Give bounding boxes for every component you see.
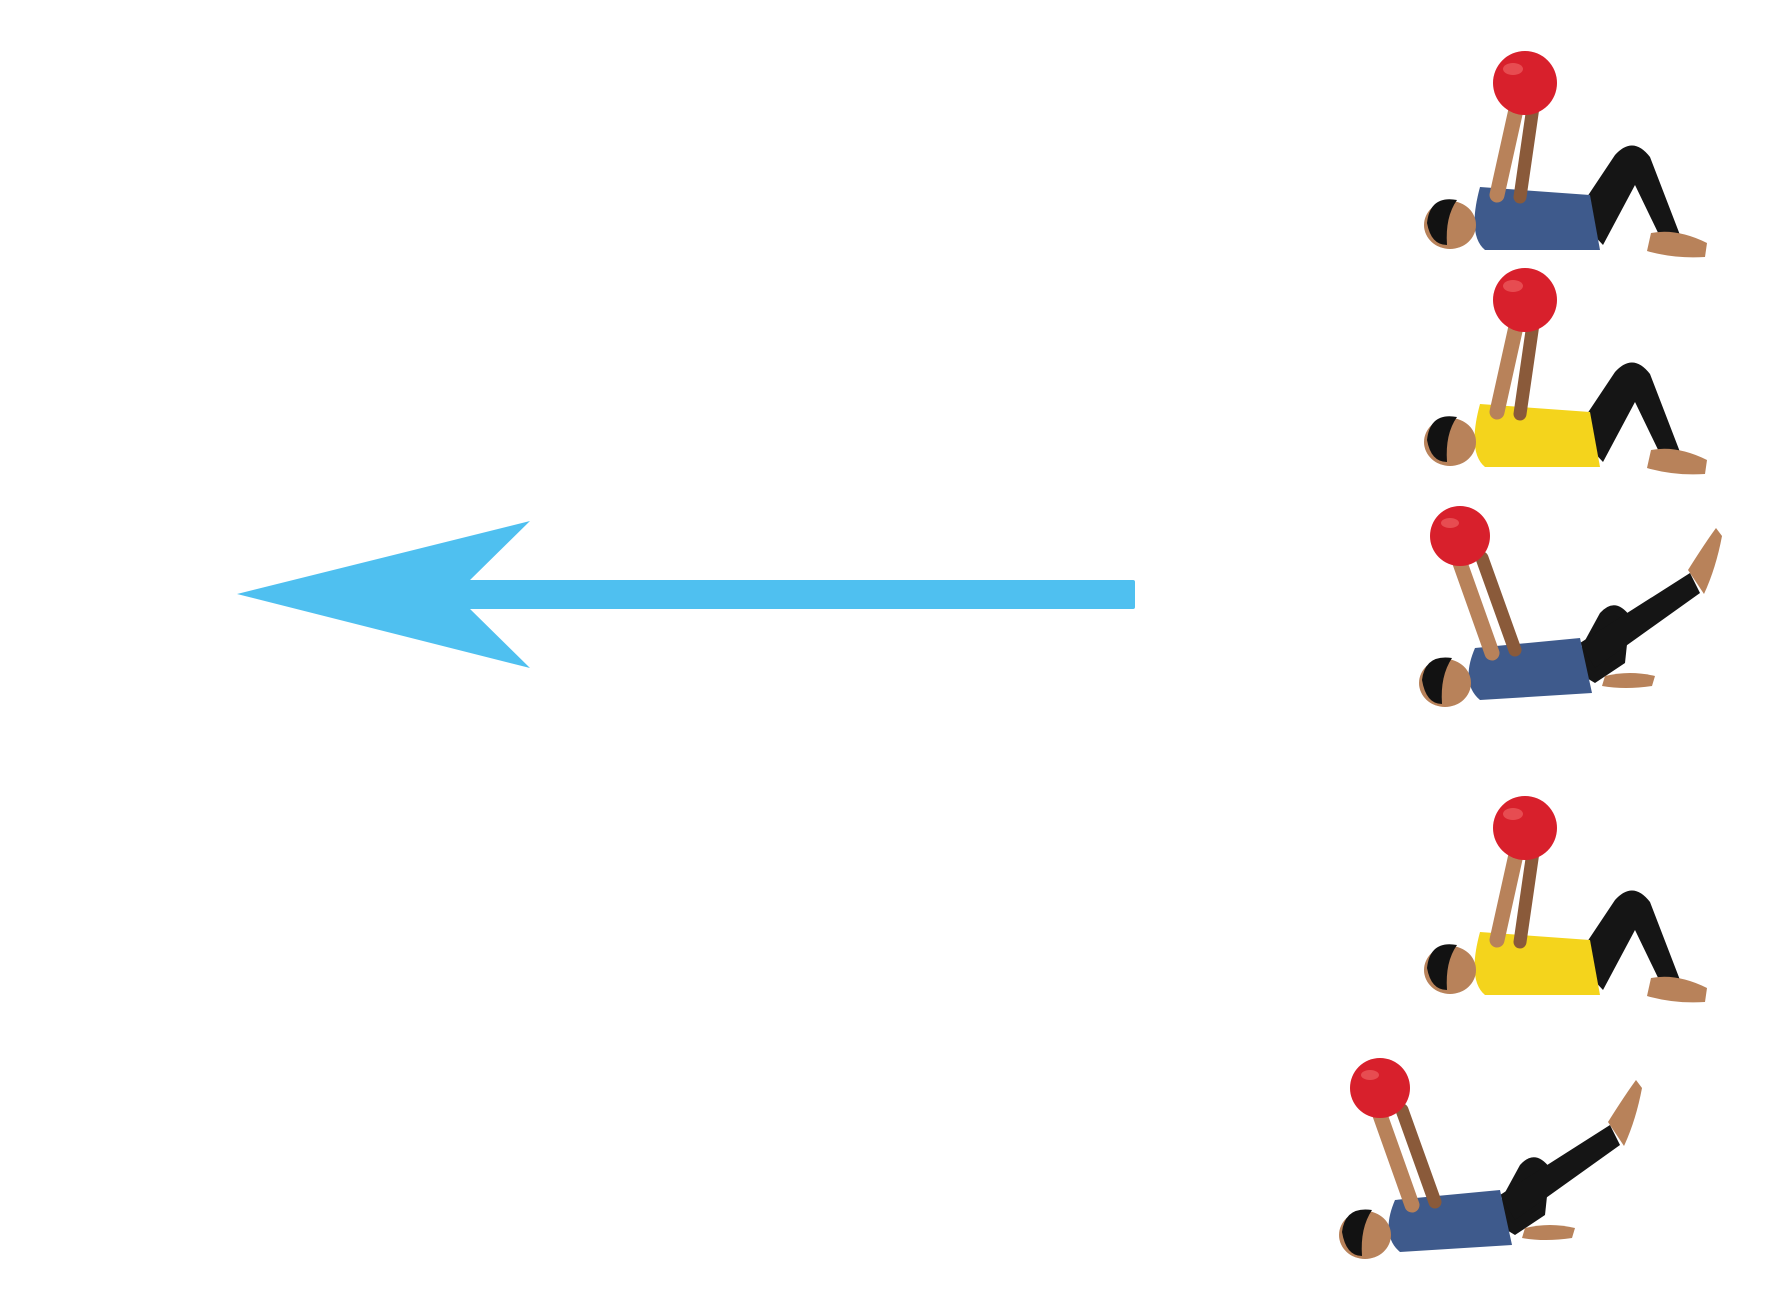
ball (1493, 268, 1557, 332)
figure-2 (1424, 268, 1707, 475)
arm-right (1513, 100, 1540, 204)
arm-left (1452, 555, 1500, 661)
foot (1647, 231, 1707, 258)
ball (1493, 51, 1557, 115)
ball-highlight (1503, 63, 1523, 75)
shirt (1474, 187, 1600, 250)
ball (1493, 796, 1557, 860)
figure-3 (1419, 506, 1722, 707)
ball-highlight (1361, 1070, 1379, 1080)
hair (1342, 1209, 1372, 1256)
support-foot (1602, 673, 1655, 688)
figure-5 (1339, 1058, 1642, 1259)
figure-1 (1424, 51, 1707, 258)
arm-right (1513, 317, 1540, 421)
shirt (1474, 404, 1600, 467)
arrow-shaft (440, 580, 1135, 609)
arm-left (1372, 1107, 1420, 1213)
legs (1575, 362, 1680, 462)
figure-4 (1424, 796, 1707, 1003)
arm-right (1475, 551, 1522, 657)
raised-foot (1688, 528, 1722, 594)
raised-foot (1608, 1080, 1642, 1146)
arm-left (1489, 314, 1525, 420)
arm-left (1489, 97, 1525, 203)
leg-raised (1500, 1125, 1620, 1220)
arm-right (1513, 845, 1540, 949)
shirt (1474, 932, 1600, 995)
hair (1427, 199, 1457, 245)
ball-highlight (1503, 280, 1523, 292)
left-arrow-icon (237, 521, 1135, 668)
hair (1422, 657, 1452, 704)
support-foot (1522, 1225, 1575, 1240)
arrow-head (237, 521, 530, 668)
leg-raised (1580, 573, 1700, 668)
ball-highlight (1503, 808, 1523, 820)
ball-highlight (1441, 518, 1459, 528)
ball (1350, 1058, 1410, 1118)
arm-left (1489, 842, 1525, 948)
figures-sequence (1339, 51, 1722, 1259)
arm-right (1395, 1103, 1442, 1209)
legs (1575, 890, 1680, 990)
hair (1427, 944, 1457, 990)
hair (1427, 416, 1457, 462)
legs (1575, 145, 1680, 245)
foot (1647, 976, 1707, 1003)
foot (1647, 448, 1707, 475)
ball (1430, 506, 1490, 566)
